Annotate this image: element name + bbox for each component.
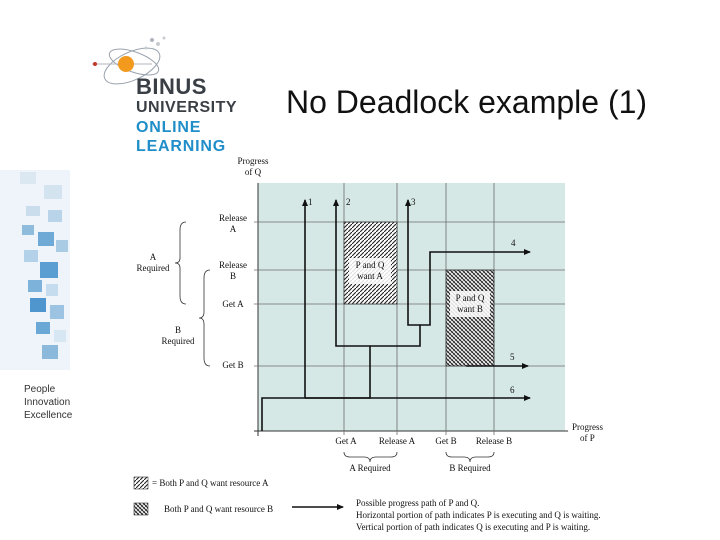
region-a-label-line1: P and Q [356,260,385,270]
tagline-excellence: Excellence [24,410,73,421]
brace-x-a-label: A Required [349,463,391,473]
brace-b-label-line1: B [175,325,181,335]
logo-line-binus: BINUS [136,74,207,99]
legend-hatch-a-label: = Both P and Q want resource A [152,478,269,488]
decorative-stripe [0,170,70,370]
brace-a-required [174,221,187,305]
y-tick-release-b-line1: Release [219,260,247,270]
y-tick-release-b-line2: B [230,271,236,281]
progress-paths [261,199,531,431]
logo-line-learning: LEARNING [136,138,226,155]
logo-line-university: UNIVERSITY [136,99,238,116]
y-tick-release-a-line2: A [230,224,237,234]
x-axis-label-line2: of P [580,433,595,443]
logo-mark [92,36,166,85]
brace-b-required [198,269,211,367]
y-axis-label-line2: of Q [245,167,262,177]
legend-hatch-b-swatch [133,502,149,516]
y-tick-get-a: Get A [222,299,244,309]
path-4 [420,249,531,326]
logo-wordmark: BINUS UNIVERSITY ONLINE LEARNING [136,76,237,155]
legend-path-line1: Possible progress path of P and Q. [356,498,479,508]
x-tick-release-b: Release B [476,436,512,446]
plot-area [258,183,565,431]
tagline-people: People [24,384,56,395]
region-a-label-line2: want A [357,271,383,281]
x-tick-get-b: Get B [435,436,456,446]
path-label-2: 2 [346,197,351,207]
region-both-want-b [445,269,495,367]
brace-a-label-line2: Required [137,263,170,273]
path-label-5: 5 [510,352,515,362]
y-tick-release-a-line1: Release [219,213,247,223]
x-tick-get-a: Get A [335,436,357,446]
y-axis-label-line1: Progress [238,156,269,166]
region-b-label-line2: want B [457,304,483,314]
logo-line-online: ONLINE [136,119,202,136]
y-tick-get-b: Get B [222,360,243,370]
legend-hatch-a-swatch [133,476,149,490]
path-1 [261,199,308,431]
brace-a-label-line1: A [150,252,157,262]
path-label-4: 4 [511,238,516,248]
x-axis-label-line1: Progress [572,422,603,432]
brace-x-b-label: B Required [449,463,491,473]
tagline: People Innovation Excellence [24,383,72,422]
path-label-3: 3 [411,197,416,207]
tagline-innovation: Innovation [24,397,71,408]
x-tick-release-a: Release A [379,436,416,446]
path-label-6: 6 [510,385,515,395]
region-b-label-line1: P and Q [456,293,485,303]
path-label-1: 1 [308,197,313,207]
slide-title: No Deadlock example (1) [286,84,648,120]
legend-hatch-b-label: Both P and Q want resource B [164,504,273,514]
brace-x-b-required [445,451,495,463]
legend-path-line2: Horizontal portion of path indicates P i… [356,510,601,520]
legend-path-line3: Vertical portion of path indicates Q is … [356,522,590,532]
brace-b-label-line2: Required [162,336,195,346]
brace-x-a-required [343,451,398,463]
